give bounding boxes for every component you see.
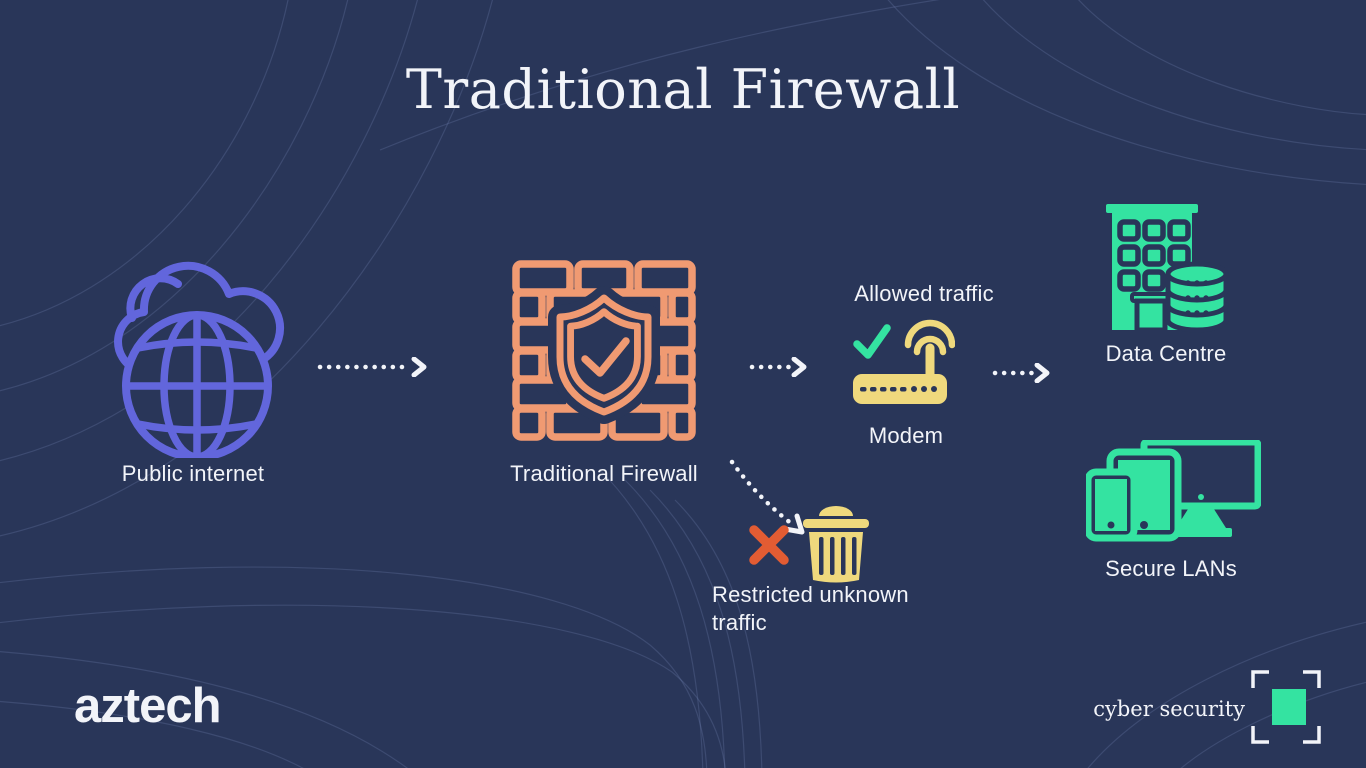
restricted-traffic-label: Restricted unknown traffic (712, 582, 909, 635)
page-title: Traditional Firewall (405, 58, 961, 121)
frame-square-icon (1251, 670, 1321, 744)
dotted-arrow-icon (749, 357, 807, 377)
building-database-icon (1106, 204, 1229, 333)
cloud-globe-icon (114, 261, 284, 458)
trash-icon (803, 506, 869, 583)
dotted-arrow-down-icon (729, 459, 805, 535)
secure-lans-label: Secure LANs (1105, 556, 1237, 581)
dotted-arrow-icon (992, 363, 1050, 383)
dotted-arrow-icon (317, 357, 427, 377)
modem-icon (853, 319, 955, 404)
public-internet-label: Public internet (121, 461, 265, 486)
data-centre-label: Data Centre (1105, 341, 1227, 366)
devices-icon (1086, 440, 1261, 542)
traditional-firewall-label: Traditional Firewall (510, 461, 698, 486)
brand-logo: aztech (74, 679, 222, 733)
check-icon (853, 324, 891, 359)
cross-icon (749, 525, 789, 565)
allowed-traffic-label: Allowed traffic (854, 281, 994, 306)
cyber-security-label: cyber security (1093, 697, 1245, 721)
brick-wall-shield-icon (512, 260, 696, 441)
modem-label: Modem (868, 423, 944, 448)
